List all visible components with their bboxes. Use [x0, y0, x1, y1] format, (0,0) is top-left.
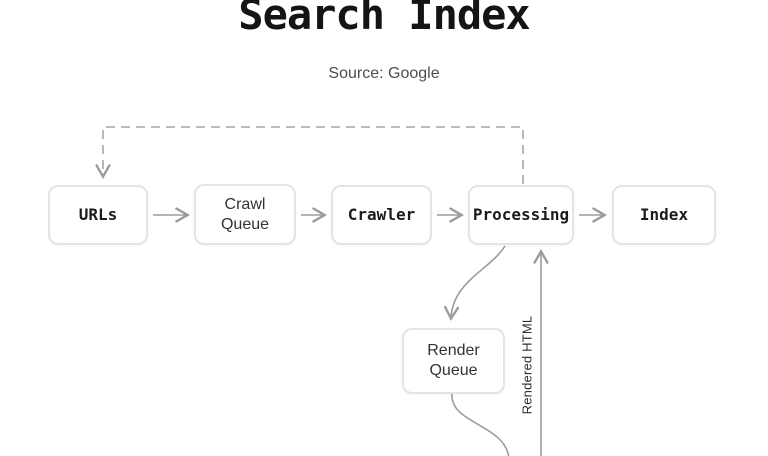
node-index: Index: [612, 185, 716, 245]
node-render-queue: Render Queue: [402, 328, 505, 394]
edge-processing-to-urls-dashed: [95, 126, 524, 184]
edge-renderqueue-to-bottom: [451, 393, 510, 456]
node-urls-label: URLs: [78, 205, 118, 224]
node-crawler-label: Crawler: [347, 205, 416, 224]
node-index-label: Index: [639, 205, 689, 224]
edge-processing-to-renderqueue: [443, 245, 506, 322]
edge-label-rendered-html: Rendered HTML: [519, 315, 535, 415]
node-processing-label: Processing: [472, 205, 570, 224]
source-caption: Source: Google: [328, 65, 440, 82]
node-processing: Processing: [468, 185, 574, 245]
node-crawl-queue-label: Crawl Queue: [220, 195, 270, 233]
node-crawl-queue: Crawl Queue: [194, 184, 296, 245]
page-title: Search Index: [238, 0, 530, 39]
node-urls: URLs: [48, 185, 148, 245]
node-render-queue-label: Render Queue: [427, 342, 480, 379]
node-crawler: Crawler: [331, 185, 432, 245]
